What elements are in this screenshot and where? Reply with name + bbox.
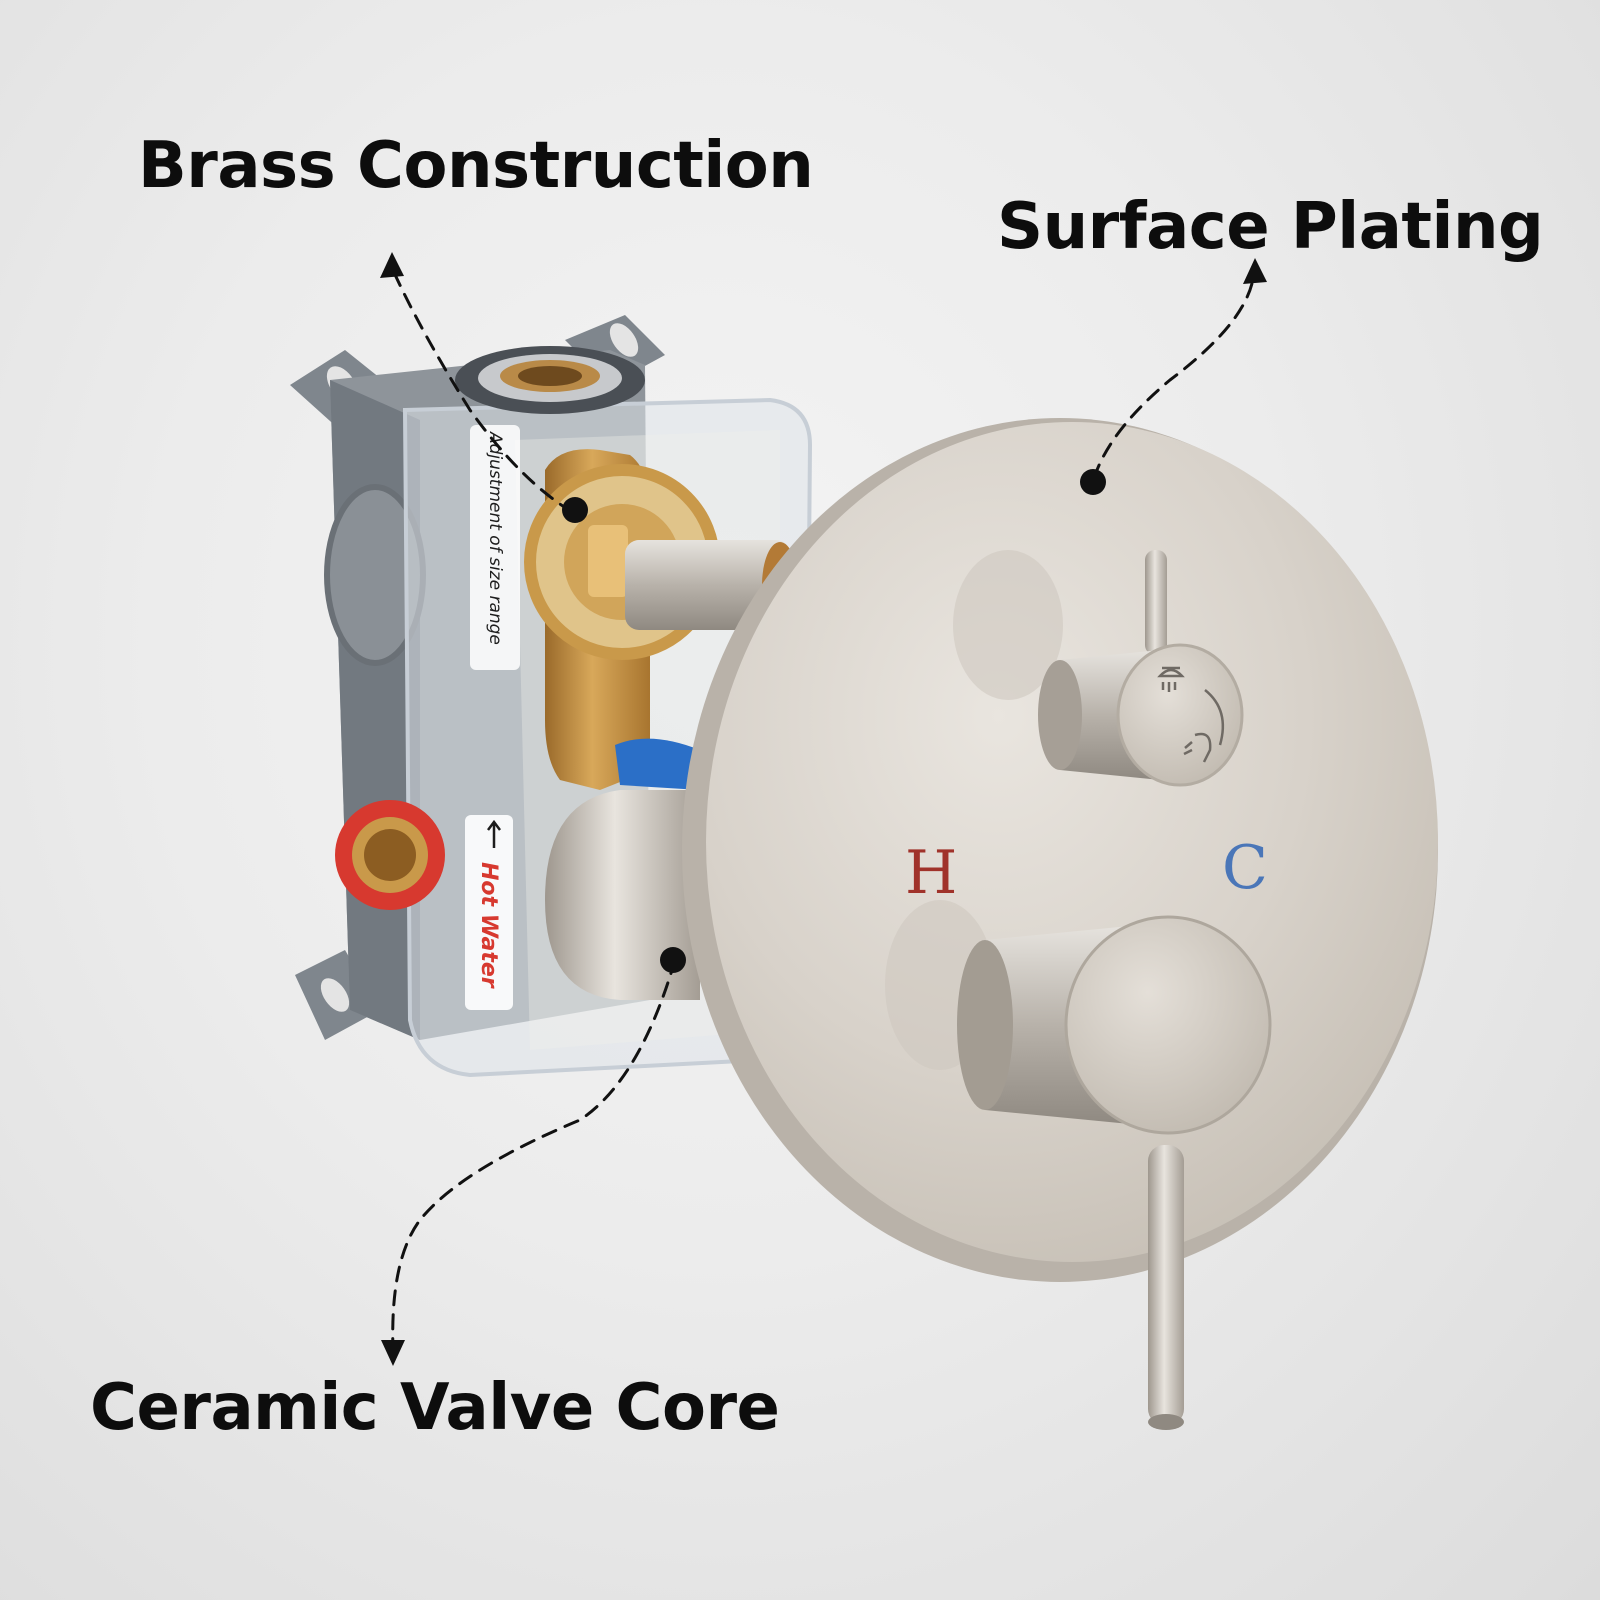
mixer-lever[interactable] <box>1148 1145 1184 1425</box>
hand-shower-icon <box>1183 732 1212 763</box>
brass-construction-label: Brass Construction <box>138 129 814 203</box>
surface-plating-label: Surface Plating <box>997 190 1544 264</box>
hot-mark: H <box>905 838 957 908</box>
surface-arrowhead <box>1243 258 1267 284</box>
ceramic-arrowhead <box>381 1340 405 1366</box>
size-range-label <box>470 425 520 670</box>
cold-mark: C <box>1222 833 1268 903</box>
hot-water-label <box>465 815 513 1010</box>
size-range-text: Adjustment of size range <box>485 431 505 645</box>
ceramic-valve-core-label: Ceramic Valve Core <box>90 1371 780 1445</box>
trim-plate: H C <box>682 418 1438 1430</box>
cartridge-cylinder <box>545 790 700 1000</box>
cold-inlet-ring <box>615 738 700 790</box>
diverter-knob-face <box>1116 643 1244 787</box>
brass-dot <box>562 497 588 523</box>
brass-arrowhead <box>380 252 404 278</box>
surface-leader-line <box>1092 270 1256 480</box>
callout-markers <box>380 252 1267 1366</box>
overhead-shower-icon <box>1157 666 1185 692</box>
ceramic-leader-line <box>391 958 677 1352</box>
callout-lines <box>390 266 1256 1352</box>
ceramic-dot <box>660 947 686 973</box>
brass-leader-line <box>390 266 574 514</box>
diverter-knob[interactable] <box>953 550 1244 787</box>
diverter-arrow-icon <box>1204 689 1225 746</box>
mixer-knob[interactable] <box>885 900 1272 1430</box>
hot-water-text: Hot Water <box>476 862 501 989</box>
surface-dot <box>1080 469 1106 495</box>
mixer-knob-face <box>1064 915 1272 1135</box>
